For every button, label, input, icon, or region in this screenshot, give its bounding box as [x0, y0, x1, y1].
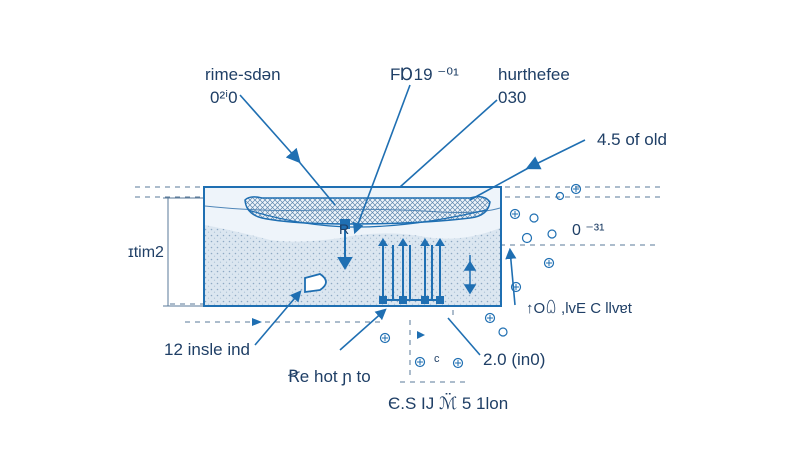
outlet-nozzle	[304, 273, 327, 294]
center-flow-arrow	[337, 219, 353, 270]
label-bottom-left: 12 insle ind	[164, 340, 250, 359]
label-top-left-line2: 0²ⁱ0	[210, 88, 238, 107]
particle-crosses	[382, 186, 579, 366]
label-top-left-line1: rime-sdǝn	[205, 65, 281, 84]
label-right-lower: ↑O꒧ ,lvE C llvɐt	[526, 300, 633, 317]
label-bottom-right: 2.0 (in0)	[483, 350, 545, 369]
pipe-arrows	[378, 238, 445, 304]
leader-lines	[239, 84, 586, 356]
label-top-center: F⁠Ɒ19 ⁻⁰¹	[390, 65, 459, 84]
dashed-arrows	[252, 318, 425, 339]
mesh-membrane	[244, 195, 491, 225]
label-right-middle: 0 ⁻³¹	[572, 222, 604, 239]
left-dimension-bracket	[163, 197, 205, 307]
vertical-pipes	[380, 245, 443, 301]
right-level-indicator	[463, 255, 477, 295]
label-bottom-center-small: c	[434, 353, 440, 365]
label-right-upper: 4.5 of old	[597, 130, 667, 149]
label-top-right-line2: 030	[498, 88, 526, 107]
label-bottom-center: Ꞧe hot ɲ to	[288, 367, 371, 386]
tank	[203, 186, 502, 307]
particles	[379, 183, 582, 369]
label-top-right-line1: hurthefee	[498, 65, 570, 84]
layer-tag: R	[339, 221, 349, 237]
label-bottom-caption: Є.S IJ ℳ̈ 5 1lon	[388, 393, 508, 413]
label-left-middle: ɪtim2	[128, 244, 164, 261]
